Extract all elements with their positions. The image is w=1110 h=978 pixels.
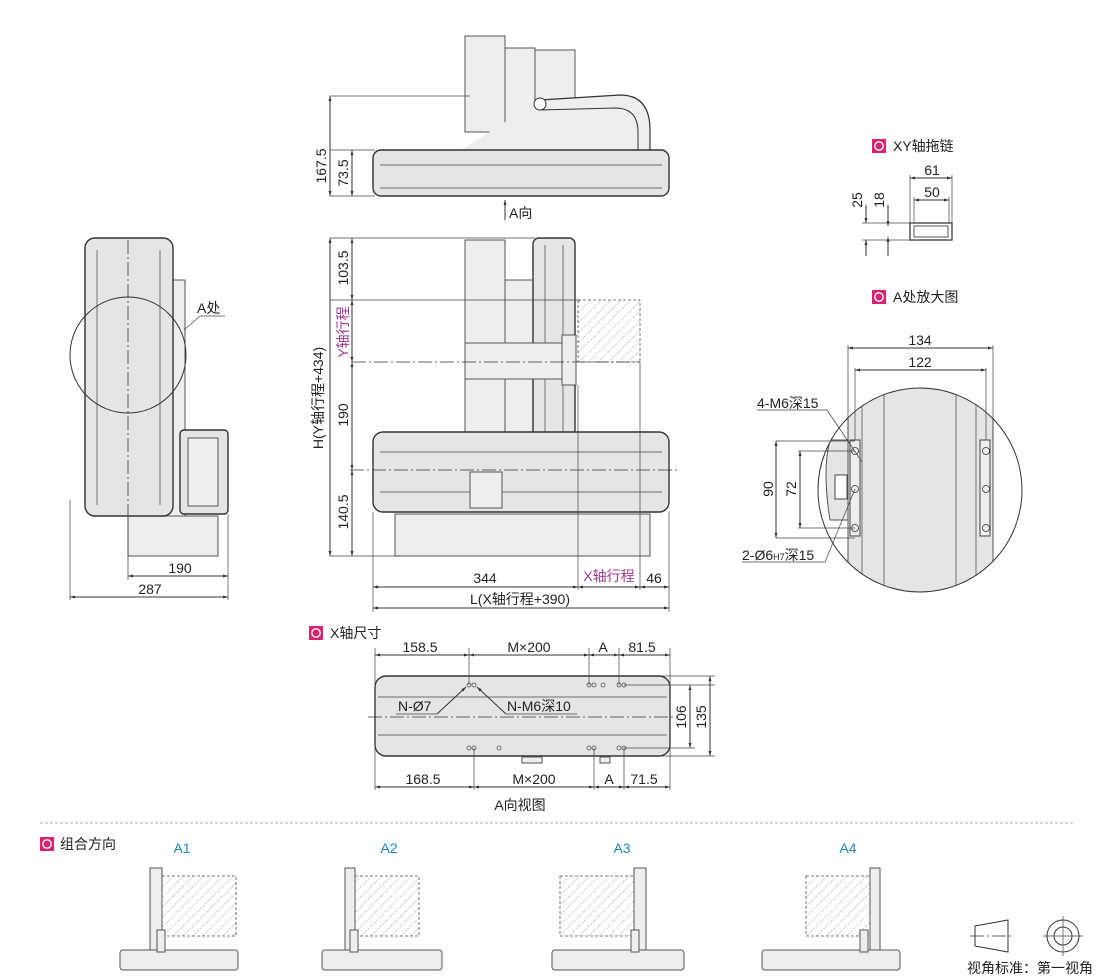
chain-title: XY轴拖链 bbox=[893, 138, 954, 154]
combo-a4: A4 bbox=[761, 840, 901, 971]
x-tap-label: N-M6深10 bbox=[507, 698, 571, 714]
combo-label: A3 bbox=[613, 840, 630, 856]
x-bottom-pitch-dim: M×200 bbox=[512, 771, 555, 787]
chain-height-outer: 25 bbox=[849, 192, 865, 208]
detail-tap-label: 4-M6深15 bbox=[757, 395, 819, 411]
dim-side-190: 190 bbox=[168, 560, 192, 576]
circle-view-icon bbox=[1043, 916, 1083, 956]
x-top-pitch-dim: M×200 bbox=[507, 639, 550, 655]
combo-label: A1 bbox=[173, 840, 190, 856]
x-top-right-dim: 81.5 bbox=[628, 639, 655, 655]
x-bottom-left-dim: 168.5 bbox=[405, 771, 440, 787]
x-bottom-right-dim: 71.5 bbox=[630, 771, 657, 787]
x-hole-label: N-Ø7 bbox=[398, 698, 432, 714]
view-arrow-label: A向 bbox=[509, 205, 532, 221]
detail-a-callout: A处 bbox=[197, 300, 220, 316]
label-y-stroke: Y轴行程 bbox=[335, 306, 351, 357]
chain-width-inner: 50 bbox=[924, 184, 940, 200]
dim-front-bottom: 140.5 bbox=[335, 494, 351, 529]
side-view: A处 190 287 bbox=[69, 237, 229, 600]
label-x-stroke: X轴行程 bbox=[583, 568, 634, 584]
dim-top-base-height: 73.5 bbox=[335, 159, 351, 186]
dim-46: 46 bbox=[646, 570, 662, 586]
combo-a1: A1 bbox=[119, 840, 239, 971]
projection-label: 视角标准：第一视角 bbox=[967, 960, 1093, 976]
dim-344: 344 bbox=[473, 570, 497, 586]
detail-a-title: A处放大图 bbox=[893, 289, 958, 305]
combo-label: A2 bbox=[380, 840, 397, 856]
chain-width-outer: 61 bbox=[924, 162, 940, 178]
combo-a2: A2 bbox=[321, 840, 443, 971]
dim-total-length: L(X轴行程+390) bbox=[470, 591, 570, 607]
detail-height-outer: 90 bbox=[760, 481, 776, 497]
dim-top-total-height: 167.5 bbox=[313, 148, 329, 183]
x-height-outer: 135 bbox=[693, 705, 709, 729]
combo-a3: A3 bbox=[551, 840, 685, 971]
projection-symbol: 视角标准：第一视角 bbox=[967, 916, 1093, 976]
section-marker-icon bbox=[40, 837, 54, 851]
dim-front-total-height: H(Y轴行程+434) bbox=[310, 347, 326, 449]
detail-width-inner: 122 bbox=[908, 354, 932, 370]
frustum-icon bbox=[974, 919, 1009, 953]
front-view: 103.5 Y轴行程 190 H(Y轴行程+434) 140.5 344 X轴行… bbox=[310, 237, 680, 612]
x-height-inner: 106 bbox=[673, 705, 689, 729]
combos-section: 组合方向 A1 A2 A3 A4 bbox=[40, 836, 901, 971]
detail-height-inner: 72 bbox=[783, 481, 799, 497]
x-axis-title: X轴尺寸 bbox=[330, 625, 381, 641]
dim-front-mid: 190 bbox=[335, 403, 351, 427]
x-axis-section: X轴尺寸 158.5 M×200 A 81.5 168.5 M×200 A bbox=[309, 625, 715, 813]
section-marker-icon bbox=[872, 139, 886, 153]
dim-side-287: 287 bbox=[138, 581, 162, 597]
view-a-caption: A向视图 bbox=[494, 797, 545, 813]
x-top-a-dim: A bbox=[598, 639, 608, 655]
combos-title: 组合方向 bbox=[60, 836, 116, 852]
x-top-left-dim: 158.5 bbox=[402, 639, 437, 655]
x-bottom-a-dim: A bbox=[604, 771, 614, 787]
detail-pin-label: 2-Ø6H7深15 bbox=[742, 547, 814, 563]
section-marker-icon bbox=[309, 626, 323, 640]
chain-section: XY轴拖链 61 50 25 18 bbox=[849, 138, 954, 256]
top-view: 167.5 73.5 A向 bbox=[313, 35, 670, 221]
section-marker-icon bbox=[872, 290, 886, 304]
chain-height-inner: 18 bbox=[871, 192, 887, 208]
combo-label: A4 bbox=[839, 840, 856, 856]
detail-a-section: A处放大图 134 122 4-M6深15 bbox=[742, 289, 1023, 593]
detail-width-outer: 134 bbox=[908, 332, 932, 348]
dim-front-top: 103.5 bbox=[335, 250, 351, 285]
